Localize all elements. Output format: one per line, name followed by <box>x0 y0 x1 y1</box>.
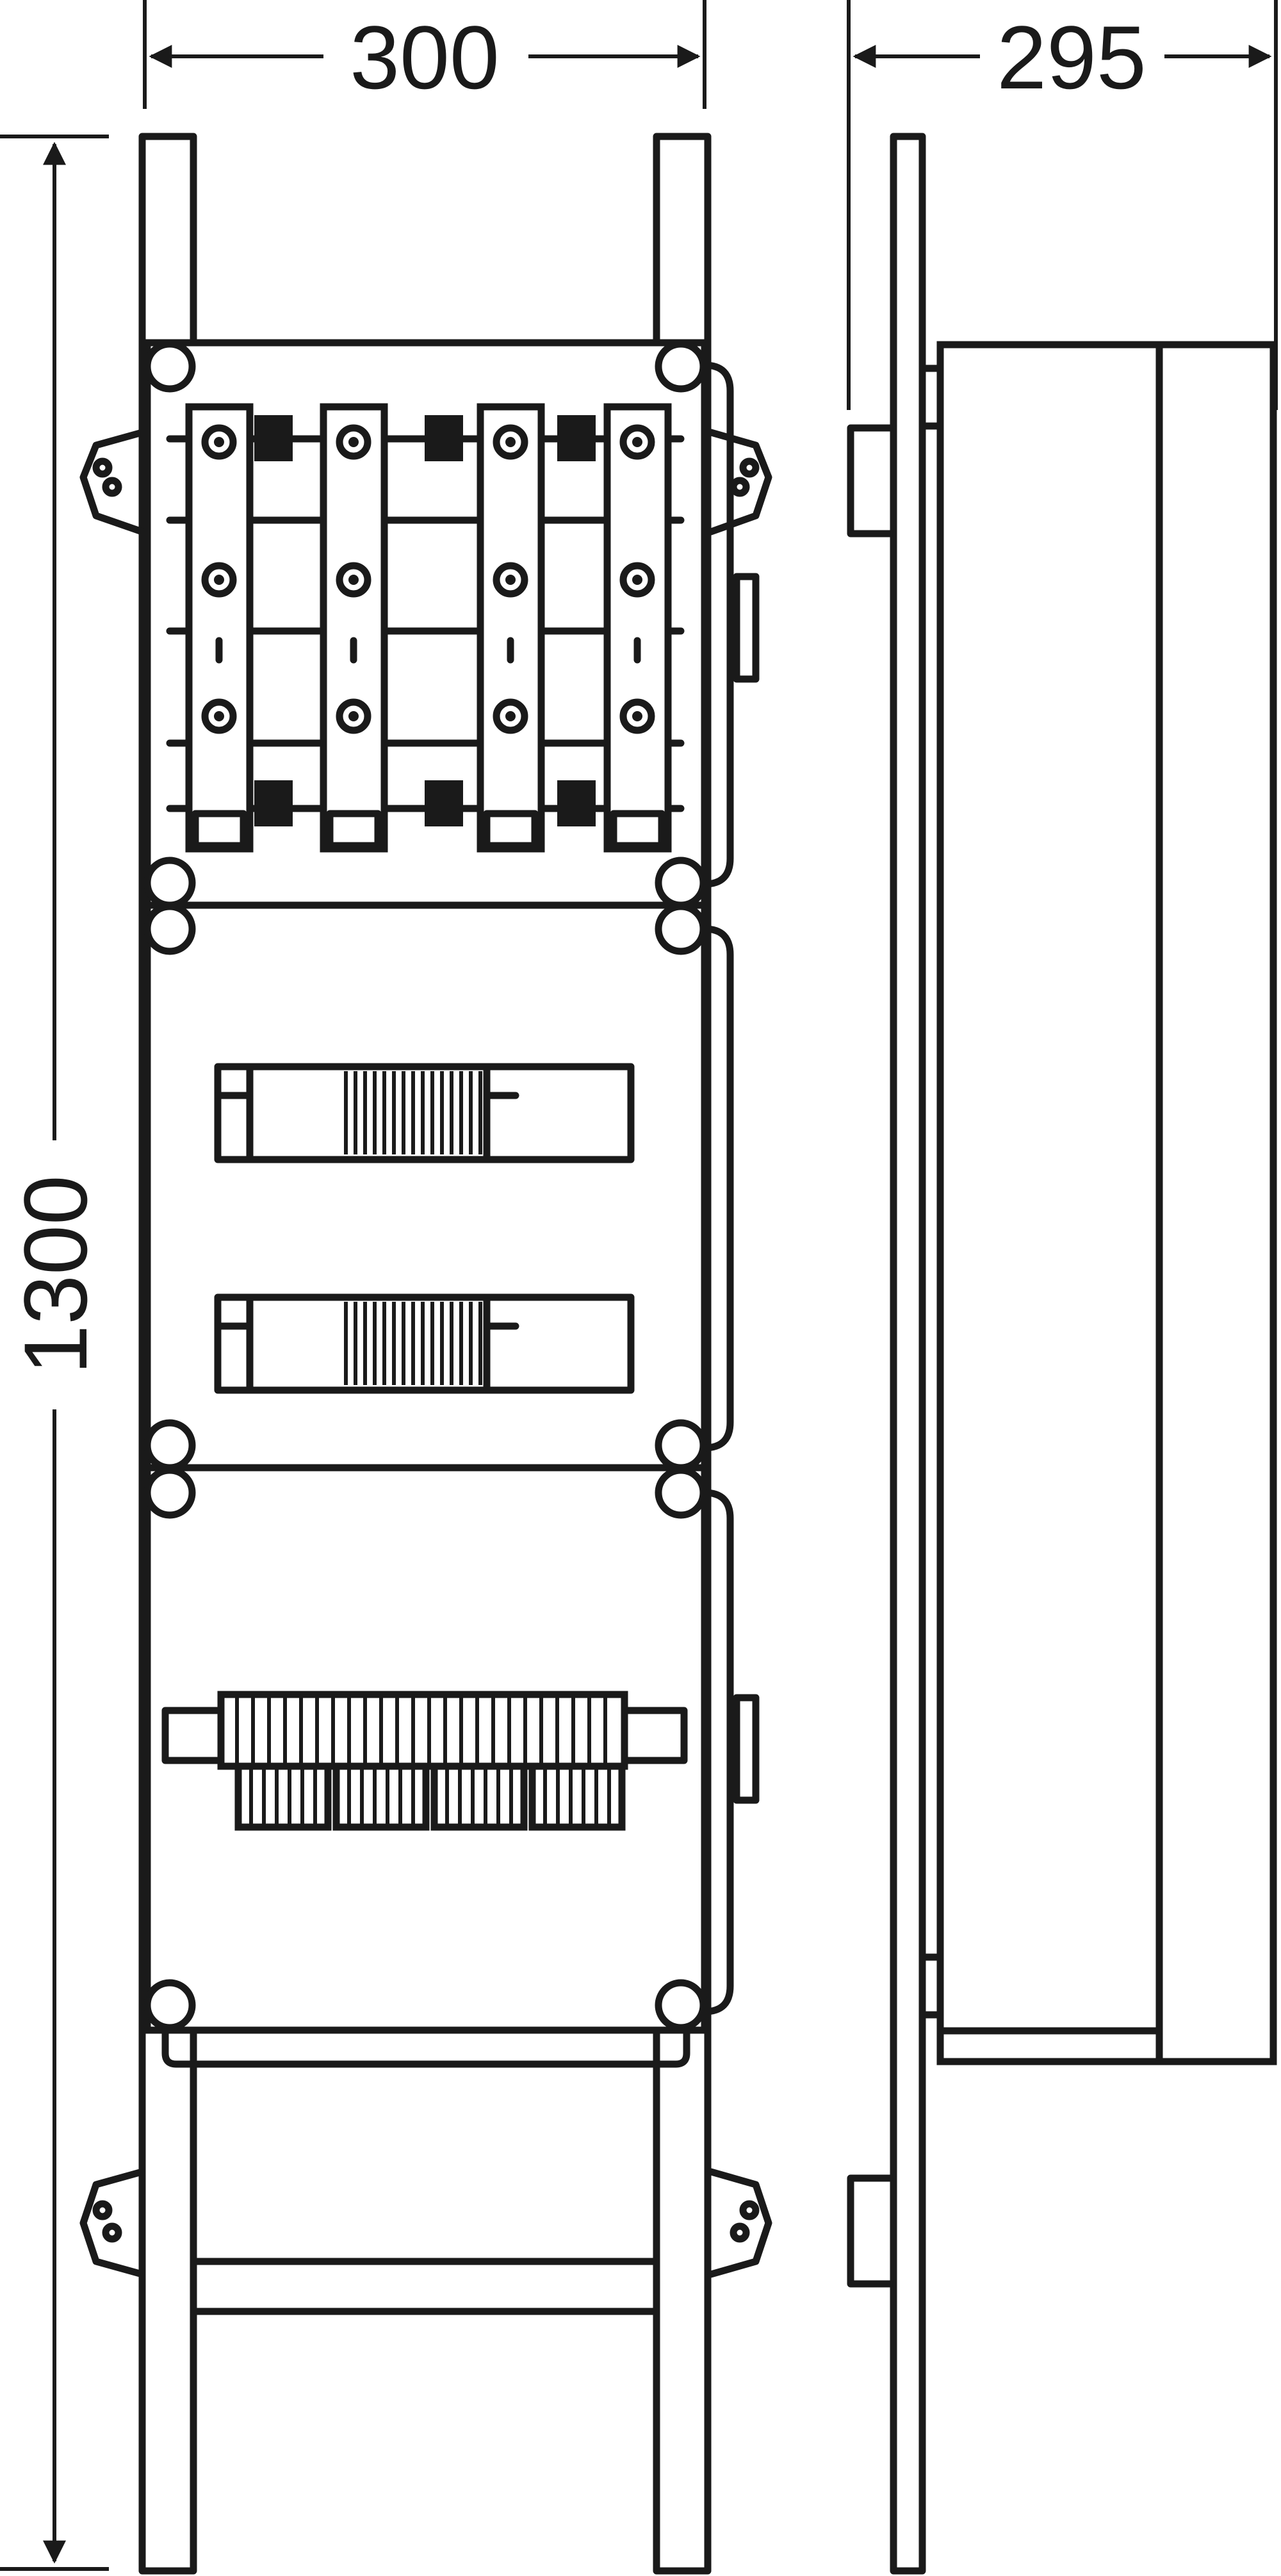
width-label: 300 <box>350 7 500 108</box>
front-view <box>79 133 772 2575</box>
fuse-holder-1 <box>185 403 254 853</box>
bottom-tray <box>161 2026 690 2068</box>
bracket-top-right <box>707 429 772 536</box>
height-label: 1300 <box>5 1175 106 1374</box>
fuse-holder-3 <box>477 403 545 853</box>
width-dimension: 300 <box>143 0 706 109</box>
depth-dimension: 295 <box>847 0 1278 410</box>
fuse-holder-2 <box>320 403 388 853</box>
side-bracket-bottom <box>847 2174 897 2288</box>
cross-bar <box>190 2258 660 2315</box>
fuse-holder-4 <box>603 403 672 853</box>
side-bracket-top <box>847 424 897 537</box>
bracket-bottom-left <box>79 2168 146 2278</box>
side-rail <box>890 133 926 2575</box>
side-enclosure <box>936 341 1277 2065</box>
depth-label: 295 <box>997 7 1146 108</box>
din-rail-2 <box>214 1293 635 1394</box>
terminal-block <box>161 1691 688 1831</box>
busbars <box>166 415 685 826</box>
bracket-bottom-right <box>707 2168 772 2278</box>
din-rail-1 <box>214 1063 635 1163</box>
side-view <box>847 133 1277 2575</box>
bracket-top-left <box>79 429 146 536</box>
height-dimension: 1300 <box>0 135 109 2571</box>
panel-din-rail <box>143 901 708 1472</box>
